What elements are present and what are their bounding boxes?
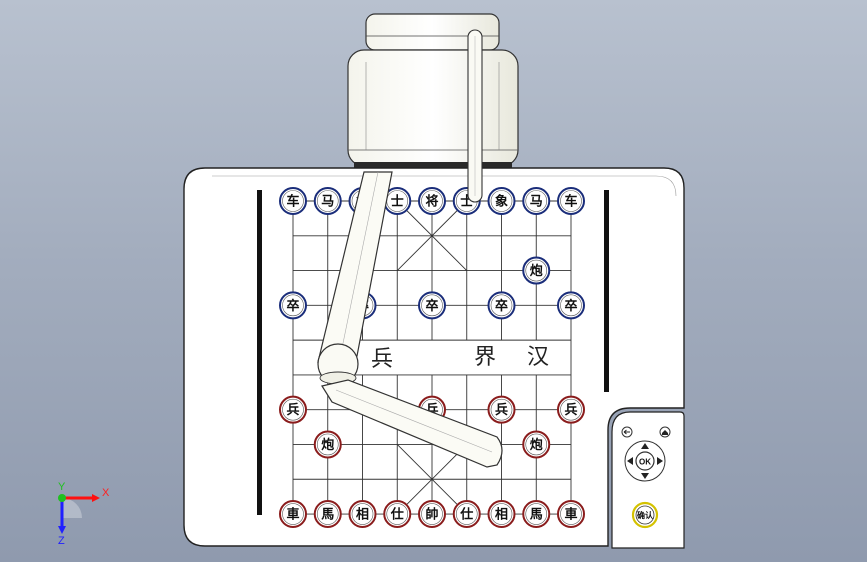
- piece-label: 卒: [564, 298, 577, 314]
- home-button[interactable]: [659, 426, 671, 438]
- red-piece[interactable]: 馬: [313, 500, 342, 529]
- black-piece[interactable]: 马: [522, 187, 551, 215]
- piece-label: 马: [530, 195, 543, 210]
- red-piece[interactable]: 馬: [522, 500, 551, 529]
- grid-line: [396, 200, 468, 271]
- black-piece[interactable]: 象: [487, 187, 516, 215]
- piece-label: 炮: [530, 437, 543, 453]
- red-piece[interactable]: 炮: [313, 430, 342, 459]
- red-piece[interactable]: 兵: [279, 395, 307, 424]
- y-axis-dot: [58, 494, 66, 502]
- piece-label: 兵: [564, 402, 577, 418]
- piece-label: 相: [495, 507, 508, 523]
- back-button[interactable]: [621, 426, 633, 438]
- piece-label: 馬: [530, 508, 543, 523]
- black-piece[interactable]: 士: [383, 187, 412, 215]
- dpad-down-icon[interactable]: [641, 473, 649, 479]
- red-piece[interactable]: 兵: [557, 395, 585, 424]
- river: 兵 界 汉: [371, 345, 549, 372]
- black-piece[interactable]: 卒: [279, 291, 307, 320]
- piece-label: 车: [286, 194, 299, 210]
- robot-arm: [317, 29, 503, 468]
- dpad-right-icon[interactable]: [657, 457, 663, 465]
- piece-label: 相: [356, 507, 369, 523]
- red-piece[interactable]: 仕: [452, 500, 481, 529]
- piece-label: 象: [495, 194, 508, 210]
- black-piece[interactable]: 卒: [557, 291, 585, 320]
- piece-label: 炮: [530, 263, 543, 279]
- confirm-button[interactable]: 确认: [631, 501, 659, 529]
- red-piece[interactable]: 車: [279, 500, 307, 529]
- piece-label: 将: [425, 194, 438, 210]
- black-piece[interactable]: 车: [557, 187, 585, 215]
- piece-label: 卒: [286, 298, 299, 314]
- ok-button[interactable]: [635, 451, 655, 471]
- home-icon: [662, 430, 668, 435]
- grid-line: [396, 444, 468, 515]
- black-piece[interactable]: 将: [418, 187, 446, 215]
- piece-label: 仕: [390, 507, 404, 523]
- red-piece[interactable]: 帥: [418, 500, 446, 529]
- dpad[interactable]: OK: [624, 440, 666, 482]
- piece-label: 炮: [321, 437, 334, 453]
- red-piece[interactable]: 兵: [487, 395, 516, 424]
- piece-label: 卒: [495, 298, 508, 314]
- axis-triad: X Y Z: [58, 481, 110, 547]
- piece-label: 車: [286, 507, 299, 523]
- y-axis-label: Y: [58, 481, 66, 493]
- piece-label: 帥: [425, 507, 438, 523]
- river-char-2: 界: [474, 345, 496, 370]
- device-body: [183, 167, 685, 547]
- black-piece[interactable]: 马: [313, 187, 342, 215]
- red-piece[interactable]: 相: [487, 500, 516, 529]
- black-piece[interactable]: 卒: [487, 291, 516, 320]
- piece-label: 車: [564, 507, 577, 523]
- red-piece[interactable]: 仕: [383, 500, 412, 529]
- control-panel: OK 确认: [611, 411, 685, 549]
- piece-label: 卒: [425, 298, 438, 314]
- confirm-label: 确认: [637, 510, 654, 520]
- left-side-bar: [257, 190, 262, 515]
- right-side-bar: [604, 190, 609, 392]
- piece-label: 车: [564, 194, 577, 210]
- black-piece[interactable]: 炮: [522, 256, 551, 285]
- river-char-1: 兵: [371, 347, 393, 372]
- back-arrow-icon: [623, 429, 630, 435]
- z-axis-label: Z: [58, 535, 65, 547]
- red-piece[interactable]: 車: [557, 500, 585, 529]
- chess-pieces[interactable]: 车马象士将士象马车炮卒卒卒卒卒兵兵兵兵炮炮車馬相仕帥仕相馬車: [279, 187, 585, 529]
- dpad-up-icon[interactable]: [641, 443, 649, 449]
- ok-label: OK: [639, 458, 651, 467]
- robot-tower: [347, 13, 519, 172]
- x-axis-label: X: [102, 487, 110, 499]
- black-piece[interactable]: 车: [279, 187, 307, 215]
- piece-label: 士: [391, 194, 404, 210]
- river-char-3: 汉: [527, 345, 549, 370]
- dpad-left-icon[interactable]: [627, 457, 633, 465]
- piece-label: 馬: [321, 508, 334, 523]
- piece-label: 兵: [495, 402, 508, 418]
- black-piece[interactable]: 卒: [418, 291, 446, 320]
- piece-label: 兵: [286, 402, 299, 418]
- red-piece[interactable]: 炮: [522, 430, 551, 459]
- piece-label: 仕: [459, 507, 473, 523]
- piece-label: 马: [321, 195, 334, 210]
- red-piece[interactable]: 相: [348, 500, 377, 529]
